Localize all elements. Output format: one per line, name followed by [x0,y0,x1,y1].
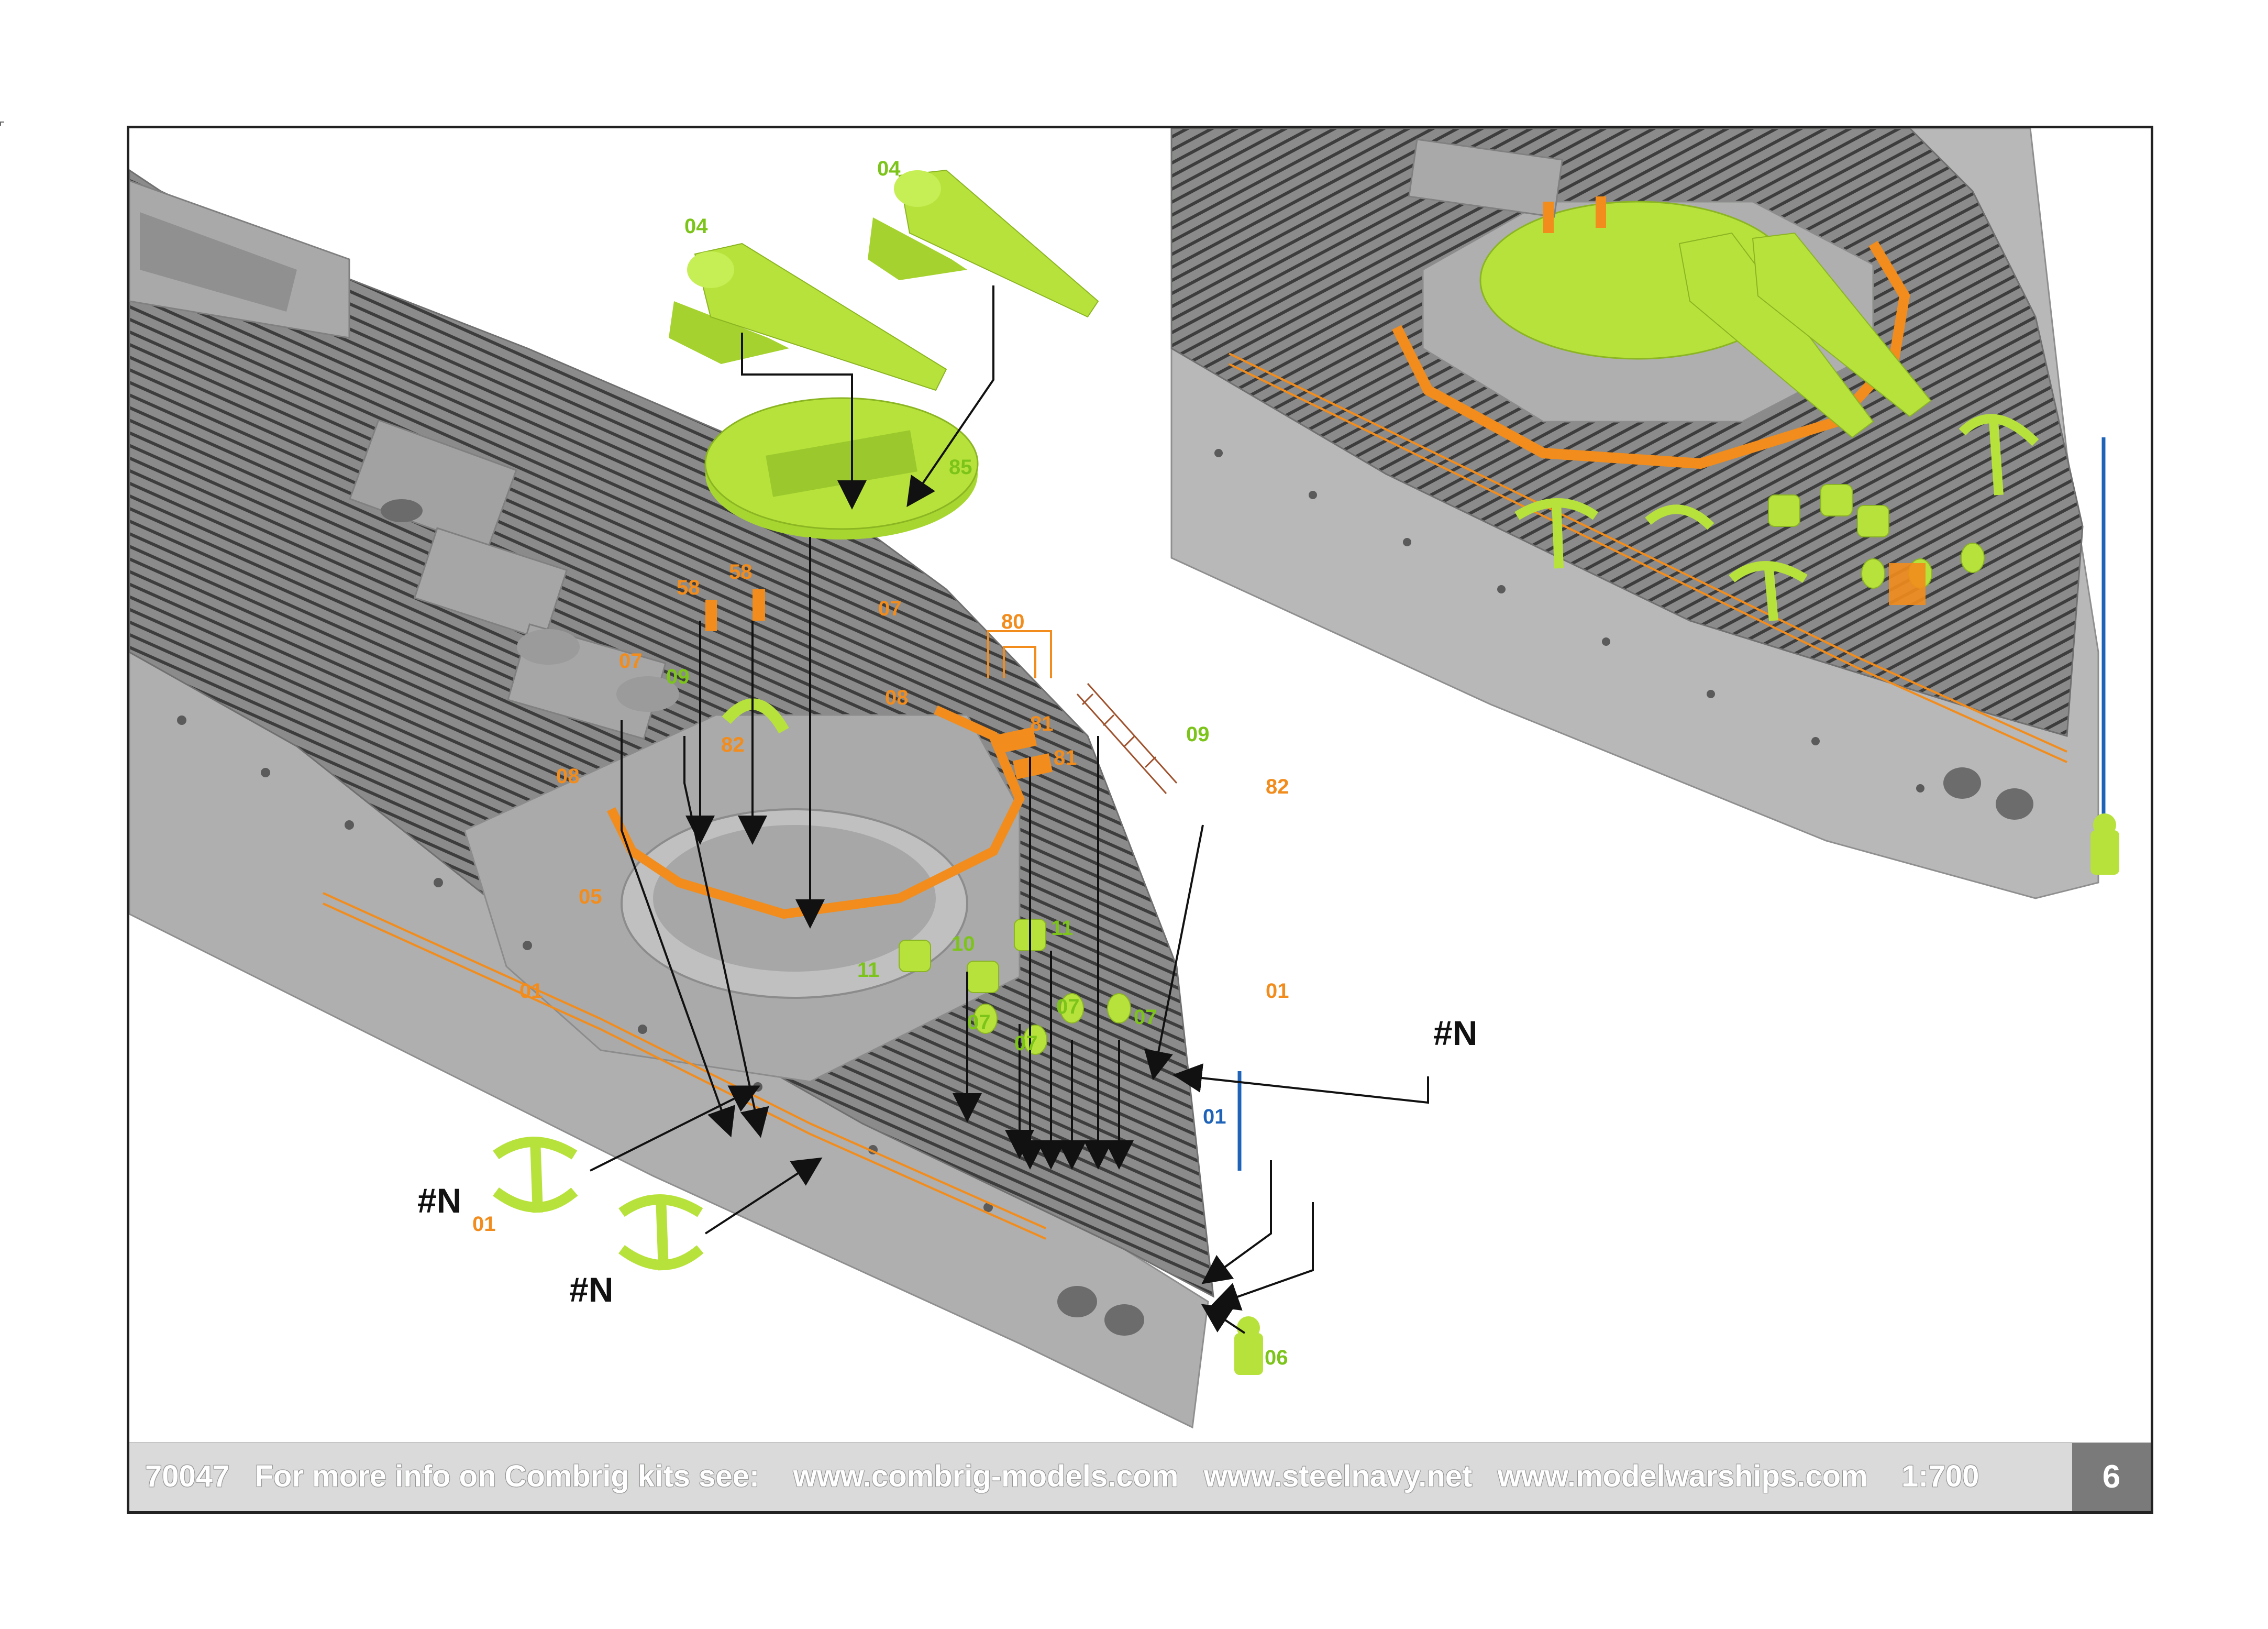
label-07-b: 07 [1014,1032,1038,1055]
label-58-left: 58 [677,576,700,599]
assembly-arrows [590,285,1429,1334]
label-07-a: 07 [967,1011,991,1034]
label-07-d: 07 [1134,1006,1157,1029]
footer-bar: 70047 For more info on Combrig kits see:… [129,1442,2151,1511]
label-85: 85 [949,456,972,479]
label-08-right: 08 [885,686,909,709]
part-labels: 04 04 85 58 58 07 80 07 09 82 08 81 81 0… [417,157,1477,1369]
label-09-right: 09 [1186,723,1210,746]
label-hashN-b: #N [569,1270,613,1309]
label-10: 10 [952,932,975,955]
label-58-right: 58 [729,560,753,584]
label-07-left: 07 [619,650,643,673]
instruction-sheet: 04 04 85 58 58 07 80 07 09 82 08 81 81 0… [127,126,2153,1514]
anchor-left [493,1137,578,1213]
etch-frame-80 [987,630,1052,678]
label-07-c: 07 [1056,995,1080,1018]
assembly-diagram: 04 04 85 58 58 07 80 07 09 82 08 81 81 0… [129,128,2119,1429]
label-05: 05 [579,885,602,908]
label-hashN-a: #N [417,1181,461,1220]
label-08-left: 08 [556,765,580,788]
gun-04-right [868,169,1099,318]
figure-06 [1234,1316,1263,1375]
label-01-blue: 01 [1203,1105,1226,1128]
label-81-bottom: 81 [1054,746,1077,769]
ladder-etch-82 [1076,683,1178,795]
resin-parts [493,169,1263,1375]
gun-04-left [669,243,947,391]
main-hull-view [129,169,1214,1429]
label-01-right: 01 [1266,979,1289,1003]
label-04-right: 04 [877,157,901,180]
anchor-right [618,1194,704,1271]
label-82-right: 82 [1266,775,1289,798]
label-07-top: 07 [878,597,902,620]
label-82-mid: 82 [721,733,745,756]
label-09-mid: 09 [666,665,690,688]
label-hashN-right: #N [1433,1014,1477,1052]
label-81-top: 81 [1030,712,1054,735]
label-11-left: 11 [857,959,879,982]
turret-plate-85 [704,397,979,540]
label-80: 80 [1001,610,1025,633]
crop-mark [0,122,4,126]
detail-bow-view [1170,128,2119,899]
label-01-rail: 01 [519,979,543,1003]
label-06: 06 [1265,1346,1288,1369]
footer-info-text: 70047 For more info on Combrig kits see:… [145,1459,1979,1493]
label-11-right: 11 [1051,917,1073,940]
label-01-anchor: 01 [472,1213,496,1236]
page-number: 6 [2072,1443,2151,1511]
label-04-left: 04 [684,215,708,238]
